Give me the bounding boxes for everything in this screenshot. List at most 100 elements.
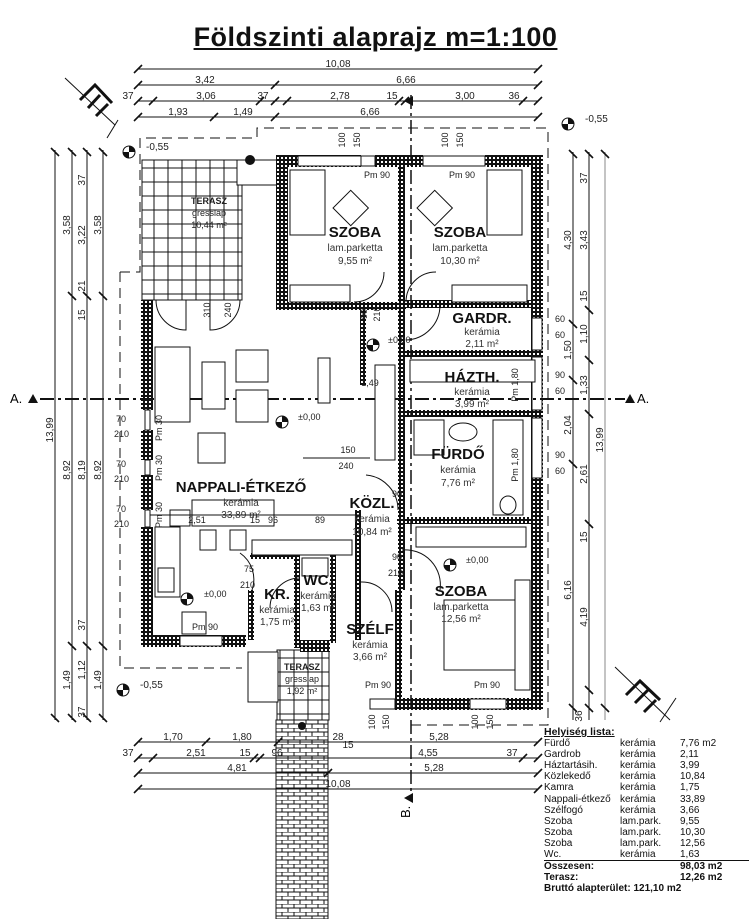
dim-top: 3,00: [455, 91, 475, 102]
room-floor: lam.parketta: [327, 243, 382, 254]
opening-label: 60: [555, 314, 565, 324]
dim-left: 15: [77, 309, 88, 321]
room-label: WC. kerámia 1,63 m²: [300, 572, 336, 614]
level-marker-icon: [116, 683, 130, 697]
room-list-row: Háztartásih. kerámia 3,99: [544, 760, 749, 771]
room-floor: lam.parketta: [432, 243, 487, 254]
room-label: SZOBA lam.parketta 10,30 m²: [432, 224, 487, 267]
dim-bottom: 4,55: [418, 748, 438, 759]
terrace-tiles: [141, 159, 243, 301]
window-label: Pm 90: [364, 170, 390, 180]
stair: [236, 159, 278, 186]
opening-label: 90: [392, 489, 402, 499]
section-arrow-icon: [404, 96, 413, 106]
level-outside: -0,55: [140, 680, 163, 691]
room-area: 9,55 m²: [338, 256, 373, 267]
dim-left: 3,22: [77, 225, 88, 245]
opening-label: 100: [470, 714, 480, 729]
opening-label: 210: [114, 519, 129, 529]
window-label: Pm 90: [192, 622, 218, 632]
opening-label: 90: [555, 370, 565, 380]
room-name: NAPPALI-ÉTKEZŐ: [176, 478, 307, 496]
level-marker-icon: [275, 415, 289, 429]
interior-dim: 2,51: [188, 515, 206, 525]
room-area: 3,66 m²: [353, 652, 388, 663]
room-list-area: 3,66: [680, 804, 700, 816]
total-row: Összesen:98,03 m2: [544, 861, 749, 872]
room-list-floor: kerámia: [620, 738, 656, 750]
dim-right: 1,10: [579, 324, 590, 344]
column: [298, 722, 306, 730]
opening-label: 90: [555, 450, 565, 460]
dim-right: 2,61: [579, 464, 590, 484]
dim-bottom: 15: [239, 748, 251, 759]
room-list-area: 7,76 m2: [680, 738, 717, 750]
dim-right-total: 13,99: [595, 427, 606, 452]
window-label: Pm 1,80: [510, 368, 520, 402]
room-list-floor: kerámia: [620, 782, 656, 794]
dim-left: 37: [77, 174, 88, 186]
dim-top: 6,66: [396, 75, 416, 86]
opening-label: 60: [555, 386, 565, 396]
dim-left: 8,92: [62, 460, 73, 480]
opening-label: 150: [352, 132, 362, 147]
section-arrow-icon: [28, 394, 38, 403]
room-area: 1,75 m²: [260, 617, 295, 628]
room-label: TERASZ gresslap 10,44 m²: [191, 196, 228, 230]
level-marker-icon: [443, 558, 457, 572]
room-label: KÖZL. kerámia 10,84 m²: [350, 495, 395, 538]
room-list-name: Háztartásih.: [544, 760, 598, 772]
room-name: GARDR.: [452, 310, 511, 327]
room-list-area: 1,63: [680, 849, 700, 861]
dim-left: 1,49: [93, 670, 104, 690]
opening-label: 210: [240, 580, 255, 590]
room-list-name: Közlekedő: [544, 771, 591, 783]
room-label: FÜRDŐ kerámia 7,76 m²: [431, 445, 485, 489]
room-name: TERASZ: [191, 196, 228, 206]
room-list-floor: lam.park.: [620, 826, 662, 838]
room-list-floor: kerámia: [620, 749, 656, 761]
dim-bottom: 96: [271, 748, 283, 759]
terrace-total-row: Terasz:12,26 m2: [544, 872, 749, 883]
dim-left: 37: [77, 619, 88, 631]
window-label: Pm 90: [365, 680, 391, 690]
windows: [144, 155, 543, 710]
north-arrow-icon: [614, 666, 677, 723]
room-list-floor: lam.park.: [620, 815, 662, 827]
opening-label: 60: [555, 330, 565, 340]
opening-label: 150: [485, 714, 495, 729]
dim-top: 6,66: [360, 107, 380, 118]
dim-right: 1,50: [563, 340, 574, 360]
window-label: Pm 90: [474, 680, 500, 690]
room-floor: lam.parketta: [433, 602, 488, 613]
dim-right: 6,16: [563, 580, 574, 600]
room-floor: gresslap: [285, 674, 319, 684]
dim-left: 3,58: [62, 215, 73, 235]
dim-right: 4,30: [563, 230, 574, 250]
room-list-name: Szélfogó: [544, 804, 583, 816]
dim-bottom: 1,70: [163, 732, 183, 743]
window-label: Pm 1,80: [510, 448, 520, 482]
dim-bottom: 15: [342, 740, 354, 751]
opening-label: 75: [244, 564, 254, 574]
room-list-floor: kerámia: [620, 760, 656, 772]
room-list-floor: kerámia: [620, 804, 656, 816]
level-marker-icon: [180, 592, 194, 606]
column: [245, 155, 255, 165]
bottom-dimensions: [133, 737, 543, 794]
level-outside: -0,55: [585, 114, 608, 125]
room-name: KR.: [264, 586, 290, 603]
room-floor: kerámia: [454, 387, 490, 398]
section-label: B.: [398, 806, 413, 818]
room-floor: kerámia: [352, 640, 388, 651]
dim-bottom: 5,28: [429, 732, 449, 743]
room-list-area: 33,89: [680, 793, 706, 805]
room-list-area: 3,99: [680, 760, 700, 772]
room-label: HÁZTH. kerámia 3,99 m²: [445, 369, 500, 410]
total-value: 98,03 m2: [680, 861, 723, 873]
north-arrow-icon: [64, 77, 119, 139]
